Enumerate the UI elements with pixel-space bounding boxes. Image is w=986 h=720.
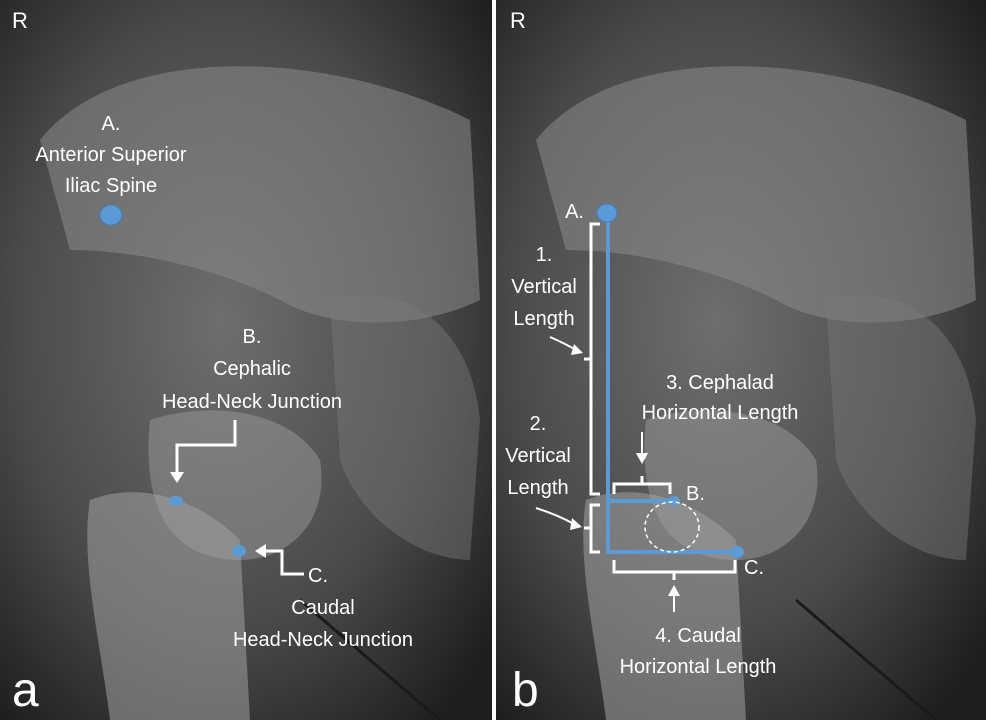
measure-3-line1: 3. Cephalad [666,372,774,394]
measure-2-line3: Length [507,477,568,499]
point-b-name-line2: Head-Neck Junction [162,391,342,413]
point-a-name-line2: Iliac Spine [65,175,157,197]
measure-4-line2: Horizontal Length [620,656,777,678]
measure-1-line3: Length [513,308,574,330]
point-c-arrowhead [255,544,266,558]
panel-divider [492,0,496,720]
point-b-pointer-line [175,420,237,475]
point-b-name-line1: Cephalic [213,358,291,380]
xray-cable-line [299,598,441,720]
measurement-line-caudal [606,213,737,554]
asis-point-marker [596,203,618,223]
measure-1-number: 1. [536,244,553,266]
xray-image-a: R a A. Anterior Superior Iliac Spine B. … [0,0,492,720]
measure-3-line2: Horizontal Length [642,402,799,424]
measure-1-arrowhead [571,344,583,355]
femur-shaft-shape [87,492,251,720]
measure-2-number: 2. [530,413,547,435]
point-c-letter: C. [744,557,764,579]
point-a-name-line1: Anterior Superior [35,144,187,166]
femoral-head-outline [644,501,700,553]
cephalic-junction-marker [668,496,680,506]
asis-point-marker [99,204,123,226]
caudal-junction-marker [730,546,744,558]
pubic-region-shape [826,295,976,560]
xray-cable-line [795,598,937,720]
panel-label-b: b [512,664,539,717]
point-b-letter: B. [686,483,705,505]
xray-panel-a: R a A. Anterior Superior Iliac Spine B. … [0,0,492,720]
point-c-pointer-line [264,549,304,576]
point-c-name-line2: Head-Neck Junction [233,629,413,651]
point-a-letter: A. [565,201,584,223]
point-b-arrowhead [170,472,184,483]
panel-label-a: a [12,664,39,717]
side-marker-b: R [510,8,526,33]
femur-shaft-shape [583,492,746,720]
measure-4-arrowhead [668,585,680,596]
cephalic-junction-marker [169,496,183,506]
xray-image-b: R b A. B. C. 1. Vertical Length 2. Verti… [496,0,986,720]
measure-2-arrowhead [570,518,582,530]
measure-3-arrowhead [636,453,648,464]
iliac-wing-shape [536,66,976,323]
iliac-wing-shape [40,66,480,323]
point-c-letter: C. [308,565,328,587]
side-marker-a: R [12,8,28,33]
point-c-name-line1: Caudal [291,597,354,619]
measure-2-line2: Vertical [505,445,571,467]
point-a-letter: A. [102,113,121,135]
caudal-junction-marker [232,545,246,557]
measure-1-line2: Vertical [511,276,577,298]
measure-4-line1: 4. Caudal [655,625,741,647]
pubic-region-shape [330,295,480,560]
point-b-letter: B. [243,326,262,348]
xray-panel-b: R b A. B. C. 1. Vertical Length 2. Verti… [496,0,986,720]
